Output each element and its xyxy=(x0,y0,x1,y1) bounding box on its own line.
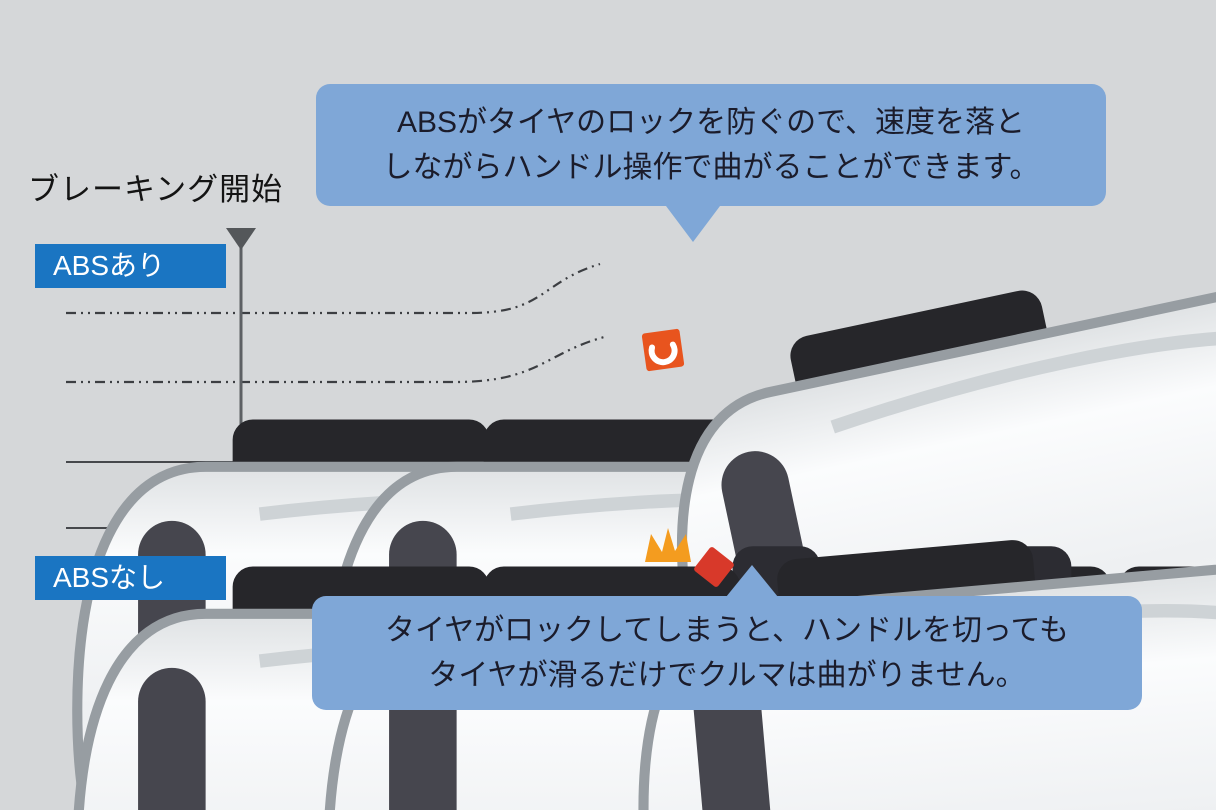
callout-tail-up xyxy=(726,565,778,597)
impact-diamond-icon xyxy=(694,547,734,587)
braking-start-label: ブレーキング開始 xyxy=(28,172,284,207)
abs-off-callout-text: タイヤがロックしてしまうと、ハンドルを切っても タイヤが滑るだけでクルマは曲がり… xyxy=(385,614,1069,692)
trajectory-abs-on xyxy=(66,262,609,384)
abs-on-callout-text: ABSがタイヤのロックを防ぐので、速度を落と しながらハンドル操作で曲がることが… xyxy=(382,106,1040,184)
tire-skid-crescent-icon xyxy=(641,328,685,372)
abs-off-label: ABSなし xyxy=(35,556,226,600)
down-triangle-icon xyxy=(226,228,256,250)
abs-on-callout: ABSがタイヤのロックを防ぐので、速度を落と しながらハンドル操作で曲がることが… xyxy=(316,84,1106,242)
callout-tail-down xyxy=(666,206,720,242)
abs-on-label: ABSあり xyxy=(35,244,226,288)
skid-spark-icon xyxy=(645,528,691,562)
abs-off-callout: タイヤがロックしてしまうと、ハンドルを切っても タイヤが滑るだけでクルマは曲がり… xyxy=(312,565,1142,710)
